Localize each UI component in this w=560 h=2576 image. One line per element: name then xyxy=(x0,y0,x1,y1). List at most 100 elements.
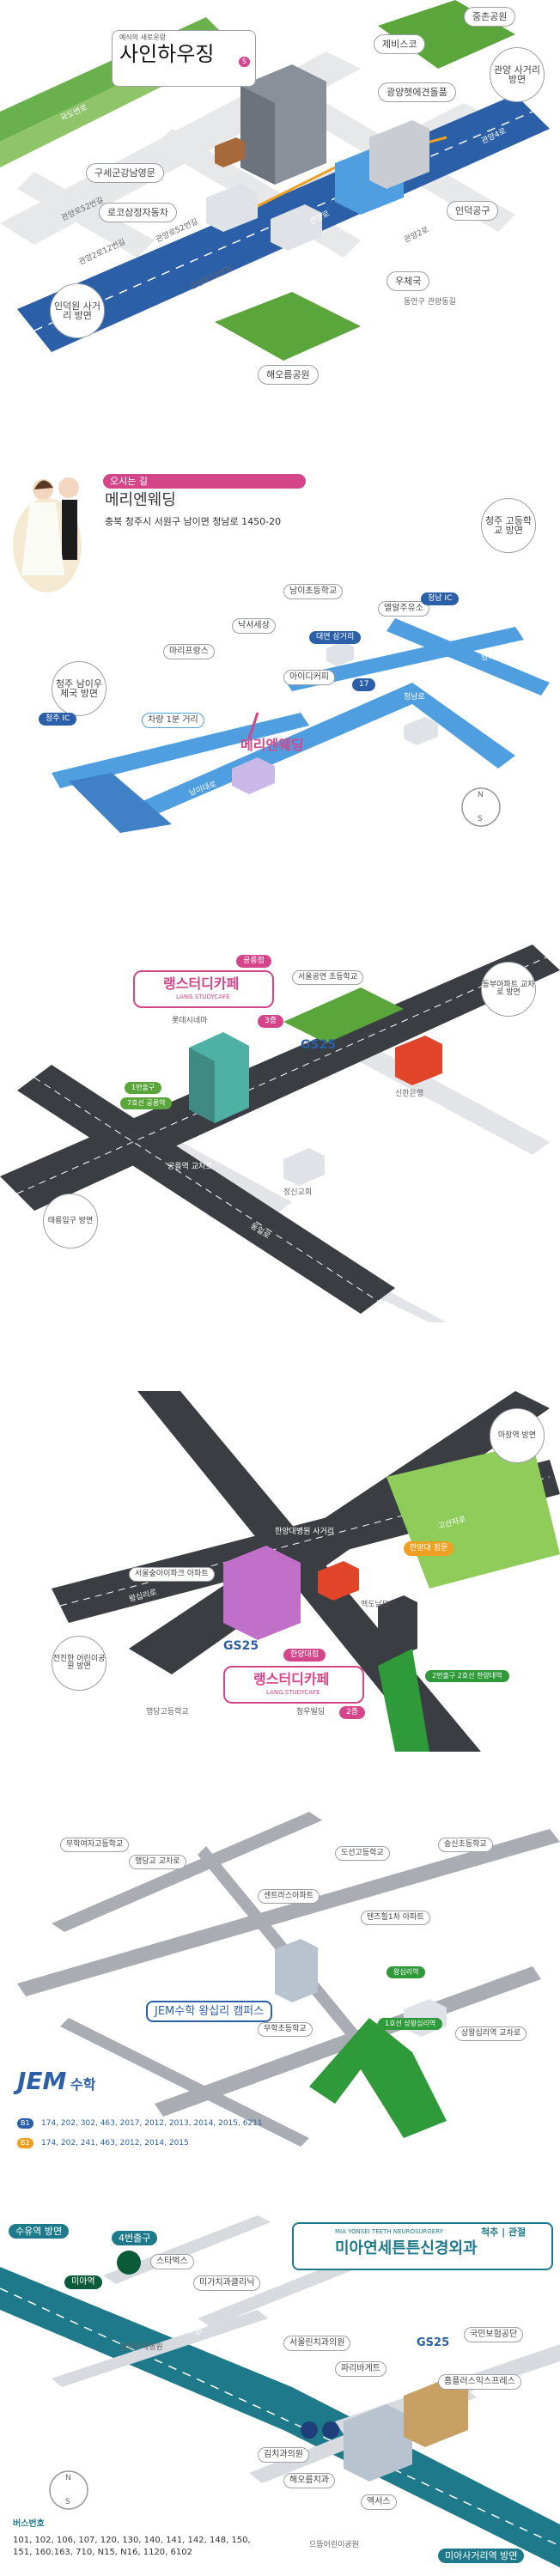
map-panel-1: 예식의 새로운랑 사인하우징 S 중촌공원 제비스코 광양헷에견돌품 관양 사거… xyxy=(0,0,560,404)
label-indeok: 인덕공구 xyxy=(447,201,499,221)
p2-title: 메리엔웨딩 xyxy=(105,491,176,509)
p5-apt2: 텐즈힐1차 아파트 xyxy=(361,1911,430,1925)
p3-brand: 랭스터디카페 xyxy=(163,975,240,992)
p3-jeongsin: 정신교회 xyxy=(283,1188,313,1197)
p4-brand: 랭스터디카페 xyxy=(253,1671,330,1687)
p5-school2: 행당교 교차로 xyxy=(129,1855,186,1869)
map-panel-3: 랭스터디카페 LANG.STUDYCAFE 공릉점 서울공연 초등학교 동부아파… xyxy=(0,945,560,1322)
p6-gs25: GS25 xyxy=(417,2336,450,2349)
p5-apt: 센트라스아파트 xyxy=(258,1889,320,1904)
logo-sub: 예식의 새로운랑 xyxy=(119,33,167,41)
p6-hospital: 미아연세튼튼신경외과 xyxy=(335,2239,478,2257)
p3-bank: 신한은행 xyxy=(395,1090,424,1098)
p6-hospital-box xyxy=(292,2222,553,2270)
p5-station: 왕십리역 xyxy=(387,1966,426,1978)
p6-nhis: 국민보험공단 xyxy=(464,2327,524,2342)
logo-badge-box: 예식의 새로운랑 사인하우징 S xyxy=(112,30,256,87)
p3-gs25: GS25 xyxy=(301,1038,337,1052)
label-gwangyang: 광양헷에견돌품 xyxy=(378,82,456,102)
p2-daeyeon: 대연 삼거리 xyxy=(309,631,362,644)
p6-compass-s: S xyxy=(65,2498,70,2506)
map-panel-4: 마장역 방면 한양대병원 사거리 서울숲아이파크 아파트 한양대 정문 랭스터디… xyxy=(0,1391,560,1752)
p3-exit-station: 7호선 공릉역 xyxy=(120,1097,173,1109)
p6-mia-station: 미아역 xyxy=(64,2275,102,2289)
label-post: 우체국 xyxy=(387,271,430,291)
p2-road-d: 남이로 xyxy=(103,738,125,746)
p2-namyi-school: 남이초등학교 xyxy=(283,584,344,599)
p5-high: 무학초등학교 xyxy=(258,2022,313,2037)
p6-bus-routes: 101, 102, 106, 107, 120, 130, 140, 141, … xyxy=(13,2536,251,2557)
p5-school3: 도선고등학교 xyxy=(335,1846,390,1861)
p3-brand-box xyxy=(133,970,274,1008)
p6-daeji: 엑서스 xyxy=(361,2494,397,2510)
p5-station-tag: 1호선 상왕십리역 xyxy=(378,2018,443,2030)
logo-text: 사인하우징 xyxy=(119,42,215,66)
p6-clinic: 미가치과클리닉 xyxy=(193,2275,261,2291)
p6-school: 으뜸어린이공원 xyxy=(309,2541,359,2549)
p4-station: 2번출구 2호선 한양대역 xyxy=(425,1670,509,1682)
p6-starbucks: 스타벅스 xyxy=(150,2254,194,2269)
p4-sungsu-high: 행당고등학교 xyxy=(146,1708,189,1716)
map-3-roads xyxy=(0,945,560,1322)
p4-brand-box xyxy=(223,1666,364,1704)
p6-homeplus: 홈플러스익스프레스 xyxy=(438,2374,521,2390)
p5-bus-routes-2: 174, 202, 241, 463, 2012, 2014, 2015 xyxy=(41,2139,189,2148)
p4-brand-sub: LANG.STUDYCAFE xyxy=(266,1689,320,1696)
label-jungchon-park: 중촌공원 xyxy=(464,7,516,27)
label-post-road: 동안구 관양동길 xyxy=(404,298,456,307)
p5-bus-routes-1: 174, 202, 302, 463, 2017, 2012, 2013, 20… xyxy=(41,2119,263,2128)
map-panel-5: 무학여자고등학교 행당교 교차로 도선고등학교 숭신초등학교 센트라스아파트 텐… xyxy=(0,1812,560,2181)
p6-kim: 김치과의원 xyxy=(258,2447,309,2463)
p5-bus-tag-2: B2 xyxy=(17,2138,33,2148)
map-panel-2: 오시는 길 메리엔웨딩 충북 청주시 서원구 남이면 청남로 1450-20 청… xyxy=(0,464,560,850)
p2-icecream: 아이디커피 xyxy=(283,670,335,685)
p3-exit: 1번출구 xyxy=(125,1082,162,1094)
map-2-roads xyxy=(13,477,550,833)
p3-badge-top: 공릉점 xyxy=(236,955,271,968)
p3-floor3: 3층 xyxy=(258,1015,284,1028)
p6-bus-title: 버스번호 xyxy=(13,2519,45,2529)
p6-suyu: 수유역 방면 xyxy=(9,2224,70,2239)
p4-hanyang-jeong: 한양대 정문 xyxy=(404,1541,454,1556)
map-6-roads xyxy=(0,2215,560,2567)
p5-campus: JEM수학 왕십리 캠퍼스 xyxy=(146,2001,273,2022)
map-4-roads xyxy=(52,1391,560,1752)
label-gwanyang-dir: 관양 사거리 방면 xyxy=(490,47,545,102)
p4-seoul-arts: 서울숲아이파크 아파트 xyxy=(129,1567,215,1582)
p2-road-b: 남이면로 xyxy=(481,653,510,662)
p6-haeoreum: 해오름치과 xyxy=(283,2473,335,2488)
p6-exit4: 4번출구 xyxy=(112,2231,158,2245)
map-panel-6: MIA YONSEI TEETH NEUROSURGERY 척추 | 관절 미아… xyxy=(0,2215,560,2576)
p2-compass-s: S xyxy=(478,815,483,823)
p6-hospital-en: MIA YONSEI TEETH NEUROSURGERY xyxy=(335,2228,443,2235)
p4-hanyang-dae: 한양대점 xyxy=(283,1649,326,1662)
p3-gongneung: 공릉역 교차로 xyxy=(167,1163,213,1171)
p2-tag: 오시는 길 xyxy=(103,474,306,489)
p3-brand-sub: LANG.STUDYCAFE xyxy=(176,993,230,1000)
p4-mcdonald: 맥도날드 xyxy=(361,1601,390,1609)
p2-cheongju-hs: 청주 고등학교 방면 xyxy=(481,498,536,553)
label-indeok-dir: 인덕원 사거리 방면 xyxy=(50,283,105,338)
p3-taereung: 태릉입구 방면 xyxy=(43,1194,98,1249)
p2-cheongju: 청주 남이우체국 방면 xyxy=(52,661,107,716)
logo-badge: S xyxy=(238,57,250,67)
p2-compass-n: N xyxy=(478,791,484,799)
p6-paris: 파리바게트 xyxy=(335,2361,387,2377)
p2-ic: 청주 IC xyxy=(39,713,77,726)
p4-floor2: 2층 xyxy=(339,1706,366,1719)
p6-mia-dir: 미아사거리역 방면 xyxy=(438,2549,525,2563)
p5-brand-j: JEM xyxy=(17,2067,67,2095)
label-guse: 구세군강남영문 xyxy=(86,163,164,183)
label-haeoreum: 해오름공원 xyxy=(258,365,319,385)
p6-hospital-tag: 척추 | 관절 xyxy=(481,2227,527,2238)
label-roco: 로코삼정자동차 xyxy=(99,203,177,222)
p3-dongbuk: 동부아파트 교차로 방면 xyxy=(481,962,536,1017)
p5-school4: 숭신초등학교 xyxy=(438,1838,493,1852)
p5-school1: 무학여자고등학교 xyxy=(60,1838,130,1852)
p2-mart: 마리프랑스 xyxy=(163,644,215,659)
p6-kangbuk: 강북우체병원 xyxy=(120,2343,163,2352)
p4-sungsu-park: 전진한 어린이공원 방면 xyxy=(52,1636,107,1691)
p4-gs25: GS25 xyxy=(223,1639,259,1653)
p6-compass-n: N xyxy=(65,2474,71,2482)
p4-majang: 마장역 방면 xyxy=(490,1408,545,1463)
